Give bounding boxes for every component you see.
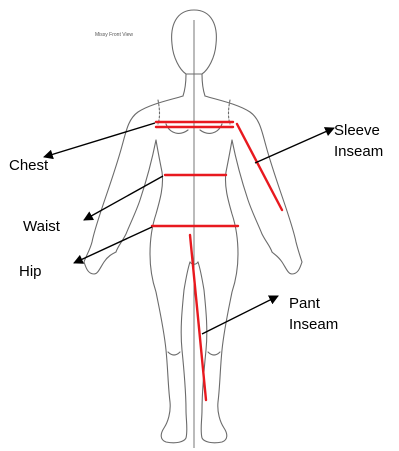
sleeve-inseam-label-line2: Inseam [334, 142, 383, 161]
view-title: Missy Front View [95, 32, 133, 38]
pant-inseam-measure-line [190, 235, 206, 400]
measurement-lines [152, 122, 282, 400]
chest-arrow [44, 123, 155, 157]
hip-arrow [74, 227, 152, 263]
waist-label: Waist [23, 217, 60, 236]
hip-label: Hip [19, 262, 42, 281]
pant-inseam-label-line1: Pant [289, 294, 320, 313]
sleeve-inseam-measure-line [237, 124, 282, 210]
pant-inseam-label-line2: Inseam [289, 315, 338, 334]
pant-inseam-arrow [202, 296, 278, 334]
chest-label: Chest [9, 156, 48, 175]
sleeve-inseam-label-line1: Sleeve [334, 121, 380, 140]
waist-arrow [84, 176, 163, 220]
sleeve-inseam-arrow [255, 128, 334, 163]
